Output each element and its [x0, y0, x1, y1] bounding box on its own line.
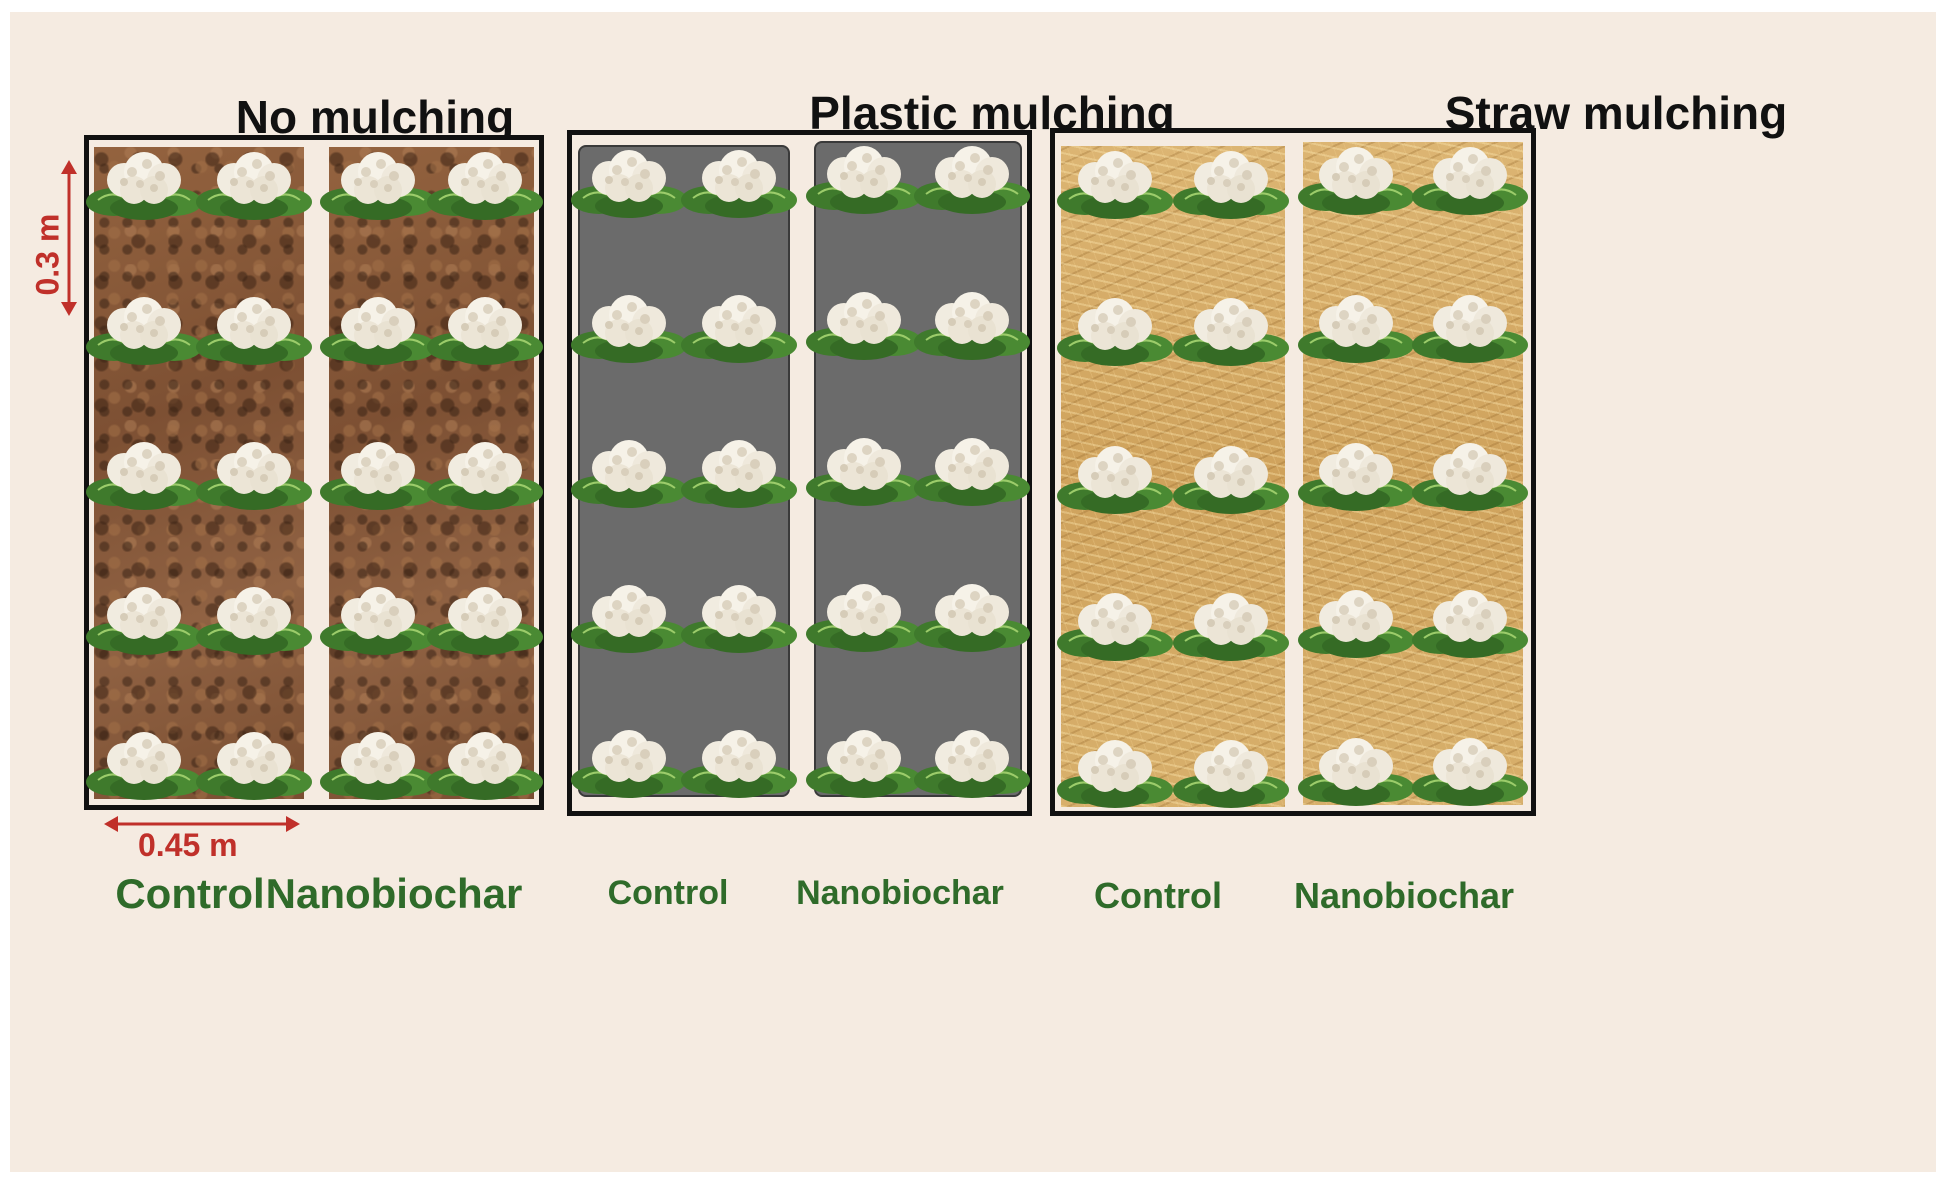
row-spacing-label: 0.3 m — [29, 213, 66, 296]
cauliflower-icon — [1296, 582, 1416, 660]
cauliflower-icon — [318, 434, 438, 512]
cauliflower-icon — [912, 722, 1032, 800]
plant-spacing-label: 0.45 m — [138, 827, 238, 863]
cauliflower-icon — [318, 579, 438, 657]
label-no-mulching-nanobiochar: Nanobiochar — [265, 870, 523, 917]
cauliflower-icon — [1055, 290, 1175, 368]
cauliflower-icon — [569, 287, 689, 365]
cauliflower-icon — [318, 144, 438, 222]
cauliflower-icon — [84, 144, 204, 222]
label-plastic-mulching-nanobiochar: Nanobiochar — [796, 874, 1004, 912]
row-spacing-arrow — [61, 160, 77, 316]
cauliflower-icon — [425, 579, 545, 657]
cauliflower-icon — [569, 722, 689, 800]
cauliflower-icon — [1410, 582, 1530, 660]
cauliflower-icon — [194, 724, 314, 802]
cauliflower-icon — [912, 430, 1032, 508]
diagram-canvas: No mulching Plastic mulching Straw mulch… — [10, 12, 1936, 1172]
cauliflower-icon — [1410, 139, 1530, 217]
cauliflower-icon — [1410, 730, 1530, 808]
cauliflower-icon — [569, 577, 689, 655]
cauliflower-icon — [84, 289, 204, 367]
cauliflower-icon — [569, 432, 689, 510]
cauliflower-icon — [318, 289, 438, 367]
title-no-mulching: No mulching — [235, 91, 515, 143]
cauliflower-icon — [804, 576, 924, 654]
cauliflower-icon — [1055, 438, 1175, 516]
cauliflower-icon — [194, 144, 314, 222]
cauliflower-icon — [84, 579, 204, 657]
cauliflower-icon — [84, 724, 204, 802]
cauliflower-icon — [1171, 585, 1291, 663]
cauliflower-icon — [1055, 143, 1175, 221]
cauliflower-icon — [425, 144, 545, 222]
cauliflower-icon — [425, 289, 545, 367]
cauliflower-icon — [318, 724, 438, 802]
cauliflower-icon — [1296, 139, 1416, 217]
cauliflower-icon — [1171, 732, 1291, 810]
cauliflower-icon — [1055, 585, 1175, 663]
cauliflower-icon — [804, 138, 924, 216]
cauliflower-icon — [1171, 143, 1291, 221]
cauliflower-icon — [1055, 732, 1175, 810]
cauliflower-icon — [912, 576, 1032, 654]
cauliflower-icon — [679, 577, 799, 655]
cauliflower-icon — [804, 722, 924, 800]
label-straw-mulching-nanobiochar: Nanobiochar — [1293, 875, 1515, 916]
cauliflower-icon — [679, 142, 799, 220]
cauliflower-icon — [194, 579, 314, 657]
cauliflower-icon — [1171, 290, 1291, 368]
cauliflower-icon — [1296, 287, 1416, 365]
cauliflower-icon — [194, 434, 314, 512]
cauliflower-icon — [1296, 435, 1416, 513]
cauliflower-icon — [912, 284, 1032, 362]
cauliflower-icon — [1296, 730, 1416, 808]
cauliflower-icon — [1410, 435, 1530, 513]
cauliflower-icon — [569, 142, 689, 220]
cauliflower-icon — [804, 430, 924, 508]
cauliflower-icon — [425, 434, 545, 512]
cauliflower-icon — [1410, 287, 1530, 365]
cauliflower-icon — [804, 284, 924, 362]
cauliflower-icon — [425, 724, 545, 802]
cauliflower-icon — [912, 138, 1032, 216]
label-plastic-mulching-control: Control — [607, 874, 729, 912]
plant-spacing-arrow — [104, 816, 300, 832]
cauliflower-icon — [1171, 438, 1291, 516]
cauliflower-icon — [679, 722, 799, 800]
label-straw-mulching-control: Control — [1094, 875, 1222, 916]
cauliflower-icon — [679, 287, 799, 365]
cauliflower-icon — [84, 434, 204, 512]
cauliflower-icon — [679, 432, 799, 510]
cauliflower-icon — [194, 289, 314, 367]
label-no-mulching-control: Control — [115, 870, 265, 917]
